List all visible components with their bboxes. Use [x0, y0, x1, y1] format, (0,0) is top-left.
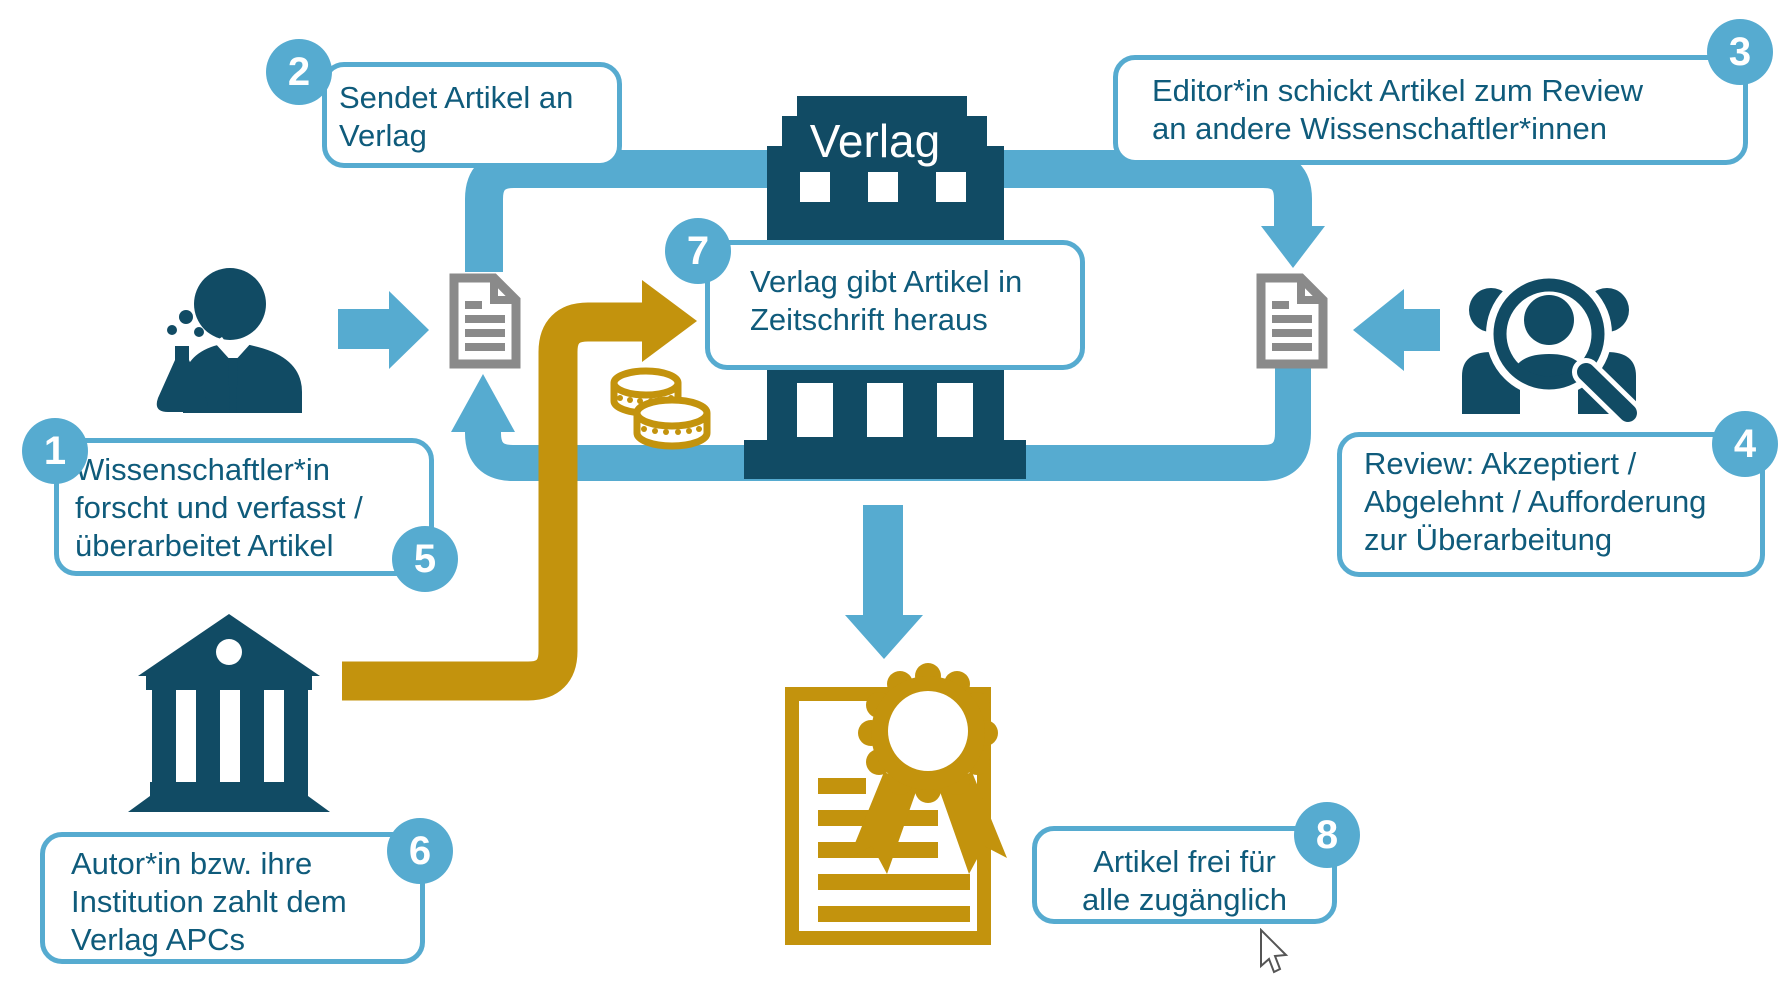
callout-text: Verlag gibt Artikel in: [750, 264, 1023, 299]
certificate-award-icon: [785, 663, 1007, 945]
callout-text: alle zugänglich: [1081, 882, 1288, 917]
scientist-flask-icon: [156, 268, 302, 413]
mouse-cursor: [1260, 928, 1289, 974]
callout-text: Wissenschaftler*in: [75, 452, 330, 487]
step-badge-2: 2: [266, 39, 332, 105]
callout-text: Autor*in bzw. ihre: [71, 846, 313, 881]
callout-scientist-writes: Wissenschaftler*in forscht und verfasst …: [54, 438, 434, 576]
reviewers-magnifier-icon: [1462, 271, 1642, 427]
arrowhead-up-icon: [451, 374, 515, 432]
callout-review-outcome: Review: Akzeptiert / Abgelehnt / Aufford…: [1337, 432, 1765, 577]
callout-open-access: Artikel frei für alle zugänglich: [1032, 826, 1337, 924]
step-badge-4: 4: [1712, 411, 1778, 477]
callout-text: Verlag: [339, 118, 427, 153]
callout-editor-sends-review: Editor*in schickt Artikel zum Review an …: [1113, 55, 1748, 165]
callout-publisher-publishes: Verlag gibt Artikel in Zeitschrift herau…: [705, 240, 1085, 370]
step-badge-7: 7: [665, 218, 731, 284]
institution-bank-icon: [128, 614, 330, 812]
callout-text: Editor*in schickt Artikel zum Review: [1152, 73, 1643, 108]
callout-text: forscht und verfasst /: [75, 490, 363, 525]
callout-text: zur Überarbeitung: [1364, 522, 1613, 557]
callout-text: Zeitschrift heraus: [750, 302, 988, 337]
callout-text: Artikel frei für: [1093, 844, 1276, 879]
callout-text: überarbeitet Artikel: [75, 528, 334, 563]
arrow-publisher-to-article: [845, 505, 923, 659]
callout-text: Verlag APCs: [71, 922, 246, 957]
document-icon-left: [454, 278, 516, 364]
step-badge-6: 6: [387, 818, 453, 884]
callout-text: an andere Wissenschaftler*innen: [1152, 111, 1607, 146]
callout-text: Institution zahlt dem: [71, 884, 347, 919]
callout-text: Sendet Artikel an: [339, 80, 574, 115]
arrow-scientist-to-document: [338, 291, 429, 369]
callout-send-to-publisher: Sendet Artikel an Verlag: [322, 62, 622, 168]
callout-text: Abgelehnt / Aufforderung: [1364, 484, 1707, 519]
arrowhead-down-icon: [1261, 226, 1325, 268]
callout-apc-payment: Autor*in bzw. ihre Institution zahlt dem…: [40, 832, 425, 964]
arrow-reviewers-to-document: [1353, 289, 1440, 371]
arrowhead-right-gold-icon: [642, 280, 697, 362]
step-badge-3: 3: [1707, 19, 1773, 85]
coins-icon: [610, 367, 711, 450]
document-icon-right: [1261, 278, 1323, 364]
step-badge-1: 1: [22, 418, 88, 484]
publisher-label: Verlag: [810, 115, 940, 167]
payment-arrow-gold: [342, 280, 697, 701]
step-badge-5: 5: [392, 526, 458, 592]
step-badge-8: 8: [1294, 802, 1360, 868]
callout-text: Review: Akzeptiert /: [1364, 446, 1637, 481]
